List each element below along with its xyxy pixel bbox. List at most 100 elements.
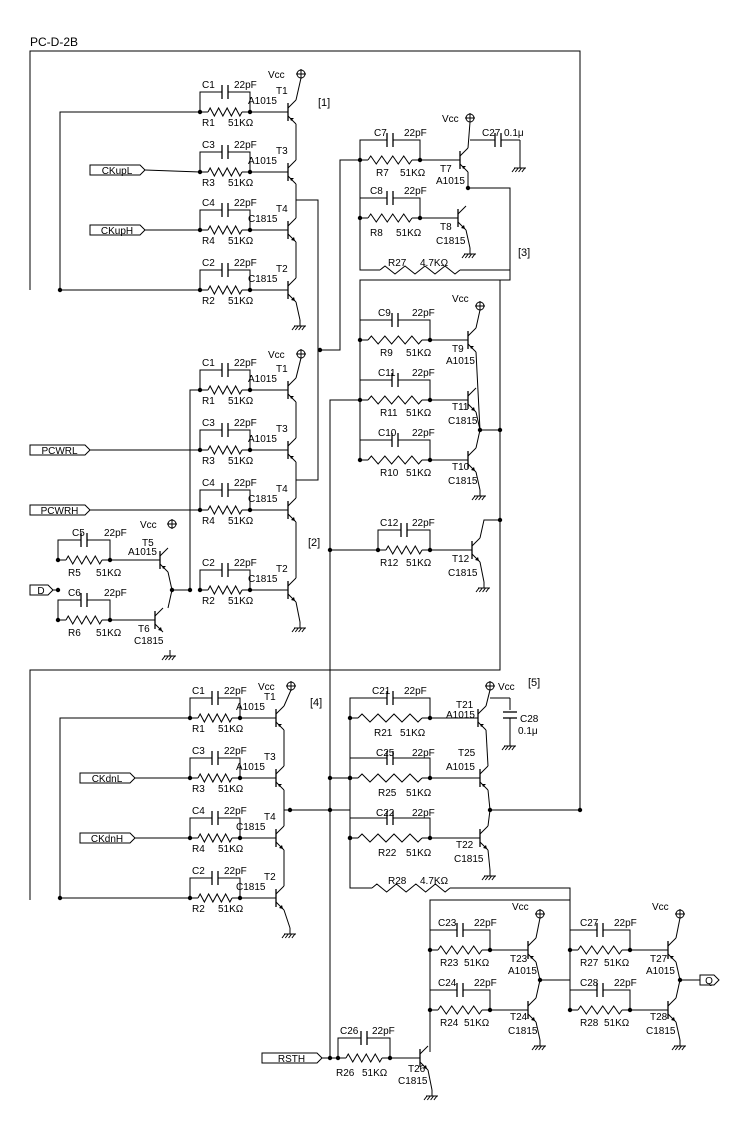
port-ckdn-l: CKdnL bbox=[92, 774, 123, 785]
section-1-label: [1] bbox=[318, 97, 330, 109]
emitter-arrow bbox=[423, 1065, 427, 1069]
junction-dot bbox=[427, 1007, 433, 1013]
res-value: 51KΩ bbox=[400, 728, 426, 739]
transistor-ref-T4: T4 bbox=[276, 484, 288, 495]
res-ref-R8: R8 bbox=[370, 228, 383, 239]
transistor-collector bbox=[287, 497, 297, 507]
cap-value: 22pF bbox=[224, 866, 247, 877]
wire bbox=[349, 817, 387, 838]
wire bbox=[189, 877, 212, 898]
wire bbox=[475, 429, 481, 449]
emitter-arrow bbox=[291, 517, 295, 521]
transistor-type: A1015 bbox=[446, 356, 475, 367]
ground-hatch bbox=[294, 627, 299, 633]
vcc-terminal bbox=[535, 909, 545, 919]
transistor-type: A1015 bbox=[446, 710, 475, 721]
transistor-collector bbox=[275, 705, 285, 715]
cap-ref-C11: C11 bbox=[378, 368, 396, 379]
res-ref-R12: R12 bbox=[380, 558, 399, 569]
wire bbox=[57, 599, 81, 620]
transistor-collector bbox=[467, 447, 477, 457]
res-value: 51KΩ bbox=[228, 516, 254, 527]
ground-hatch bbox=[433, 1095, 438, 1101]
transistor-type: C1815 bbox=[646, 1026, 676, 1037]
resistor bbox=[207, 384, 243, 396]
emitter-arrow bbox=[162, 566, 166, 569]
wire bbox=[218, 697, 241, 718]
res-value: 51KΩ bbox=[396, 228, 422, 239]
wire bbox=[228, 429, 251, 450]
ground-hatch bbox=[461, 253, 466, 259]
wire bbox=[359, 379, 392, 400]
resistor bbox=[367, 213, 413, 223]
resistor bbox=[65, 614, 103, 626]
transistor-type: C1815 bbox=[248, 214, 278, 225]
wire bbox=[228, 369, 251, 390]
res-value: 51KΩ bbox=[464, 1018, 490, 1029]
transistor-collector bbox=[275, 885, 285, 895]
cap-value: 22pF bbox=[474, 918, 497, 929]
port-d-shape bbox=[29, 584, 54, 596]
res-value: 51KΩ bbox=[218, 724, 244, 735]
cap-ref-C4: C4 bbox=[192, 806, 205, 817]
cap-value: 22pF bbox=[412, 748, 435, 759]
res-fb-value: 4.7KΩ bbox=[420, 876, 449, 887]
transistor-ref-T3: T3 bbox=[276, 146, 288, 157]
res-ref-R23: R23 bbox=[440, 958, 459, 969]
wire bbox=[349, 718, 372, 889]
emitter-arrow bbox=[671, 1017, 675, 1021]
cap-ref-C10: C10 bbox=[378, 428, 397, 439]
wire bbox=[535, 917, 541, 939]
wire bbox=[427, 1069, 433, 1091]
wire bbox=[485, 689, 491, 707]
resistor bbox=[197, 832, 233, 844]
wire bbox=[199, 369, 222, 390]
transistor-ref-T3: T3 bbox=[264, 752, 276, 763]
wire bbox=[675, 979, 681, 999]
transistor-collector bbox=[287, 437, 297, 447]
ground-hatch bbox=[491, 875, 496, 881]
transistor-collector bbox=[667, 997, 677, 1007]
transistor-type: C1815 bbox=[236, 822, 266, 833]
section-4-label: [4] bbox=[310, 697, 322, 709]
res-value: 51KΩ bbox=[228, 456, 254, 467]
junction-dot bbox=[55, 557, 61, 563]
port-ckup-l-shape bbox=[89, 164, 146, 176]
wire bbox=[487, 849, 491, 871]
wire bbox=[429, 929, 457, 950]
ground-hatch bbox=[511, 167, 516, 173]
cap-value: 22pF bbox=[234, 558, 257, 569]
junction-dot bbox=[567, 1007, 573, 1013]
transistor-ref-T4: T4 bbox=[276, 204, 288, 215]
transistor-collector bbox=[287, 377, 297, 387]
cap-ref-C28: C28 bbox=[520, 714, 539, 725]
transistor-type: C1815 bbox=[448, 476, 478, 487]
ground-hatch bbox=[541, 1045, 546, 1051]
wire bbox=[199, 489, 222, 510]
ground-hatch bbox=[291, 325, 296, 331]
junction-dot bbox=[567, 947, 573, 953]
res-ref-R24: R24 bbox=[440, 1018, 459, 1029]
vcc-terminal bbox=[485, 681, 495, 691]
wire bbox=[675, 1021, 681, 1041]
transistor-collector bbox=[287, 577, 297, 587]
wire bbox=[487, 789, 580, 811]
ground-hatch bbox=[481, 875, 486, 881]
cap-ref-C26: C26 bbox=[340, 1026, 359, 1037]
emitter-arrow bbox=[470, 346, 474, 349]
wire bbox=[535, 979, 541, 999]
res-value: 51KΩ bbox=[406, 408, 432, 419]
transistor-collector bbox=[287, 159, 297, 169]
ground-hatch bbox=[281, 933, 286, 939]
wire bbox=[189, 757, 212, 778]
wire bbox=[398, 379, 431, 400]
res-value: 51KΩ bbox=[96, 628, 122, 639]
wire bbox=[359, 139, 387, 160]
transistor-ref-T2: T2 bbox=[276, 264, 288, 275]
res-value: 51KΩ bbox=[362, 1068, 388, 1079]
transistor-collector bbox=[159, 547, 169, 557]
transistor-collector bbox=[479, 825, 489, 835]
vcc-label: Vcc bbox=[268, 70, 285, 81]
res-ref-R21: R21 bbox=[374, 728, 393, 739]
transistor-collector bbox=[275, 825, 285, 835]
